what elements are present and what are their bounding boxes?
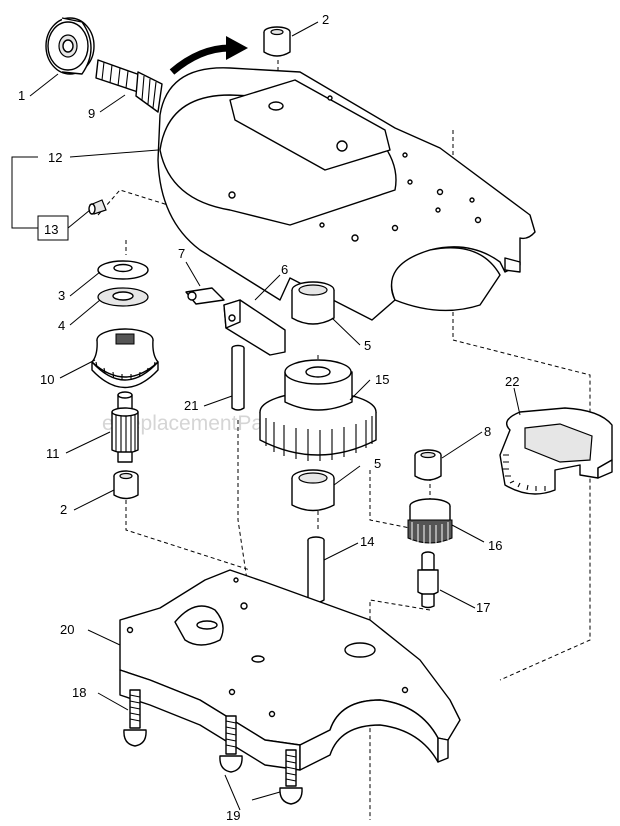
callout-1: 1 <box>18 88 25 103</box>
part-8-bushing <box>414 449 442 481</box>
part-4-thrust-bearing <box>97 287 149 307</box>
callout-15: 15 <box>375 372 389 387</box>
part-16-small-gear <box>407 498 453 545</box>
callout-9: 9 <box>88 106 95 121</box>
part-10-bevel-gear <box>91 328 159 389</box>
callout-16: 16 <box>488 538 502 553</box>
part-9-pinion-shaft <box>95 59 163 113</box>
callout-2-left: 2 <box>60 502 67 517</box>
part-5-needle-bearing-lower <box>291 469 335 512</box>
part-17-shaft <box>417 551 439 609</box>
part-3-washer <box>97 260 149 280</box>
callout-21: 21 <box>184 398 198 413</box>
callout-7: 7 <box>178 246 185 261</box>
callout-10: 10 <box>40 372 54 387</box>
part-1-bearing <box>45 17 95 75</box>
part-2-bushing-left <box>113 470 139 500</box>
part-5-needle-bearing-upper <box>291 281 335 325</box>
part-11-pinion-gear <box>111 391 139 463</box>
callout-11: 11 <box>46 446 60 461</box>
callout-2-top: 2 <box>322 12 329 27</box>
part-13-set-screw <box>88 199 107 215</box>
callout-14: 14 <box>360 534 374 549</box>
callout-5-upper: 5 <box>364 338 371 353</box>
part-2-bushing-top <box>263 26 291 57</box>
callout-3: 3 <box>58 288 65 303</box>
callout-13: 13 <box>44 222 58 237</box>
part-6-lever <box>223 299 286 356</box>
callout-22: 22 <box>505 374 519 389</box>
callout-6: 6 <box>281 262 288 277</box>
part-22-ring-gear <box>499 407 613 495</box>
callout-17: 17 <box>476 600 490 615</box>
callout-5-lower: 5 <box>374 456 381 471</box>
callout-4: 4 <box>58 318 65 333</box>
rotation-arrow <box>169 36 248 75</box>
callout-8: 8 <box>484 424 491 439</box>
part-14-pin <box>307 536 325 604</box>
callout-20: 20 <box>60 622 74 637</box>
callout-19: 19 <box>226 808 240 823</box>
part-12-gear-housing <box>157 67 536 321</box>
callout-labels: 1 2 9 12 13 3 4 10 11 2 7 6 5 21 15 5 14… <box>18 12 519 823</box>
part-20-gear-case-cover <box>119 569 461 771</box>
leader-lines <box>11 21 521 811</box>
part-18-screw <box>123 689 147 747</box>
part-21-pin <box>231 344 245 411</box>
callout-12: 12 <box>48 150 62 165</box>
part-7-clip <box>185 287 225 305</box>
part-19-screws <box>219 715 303 805</box>
callout-18: 18 <box>72 685 86 700</box>
part-15-spur-gear <box>259 359 377 461</box>
